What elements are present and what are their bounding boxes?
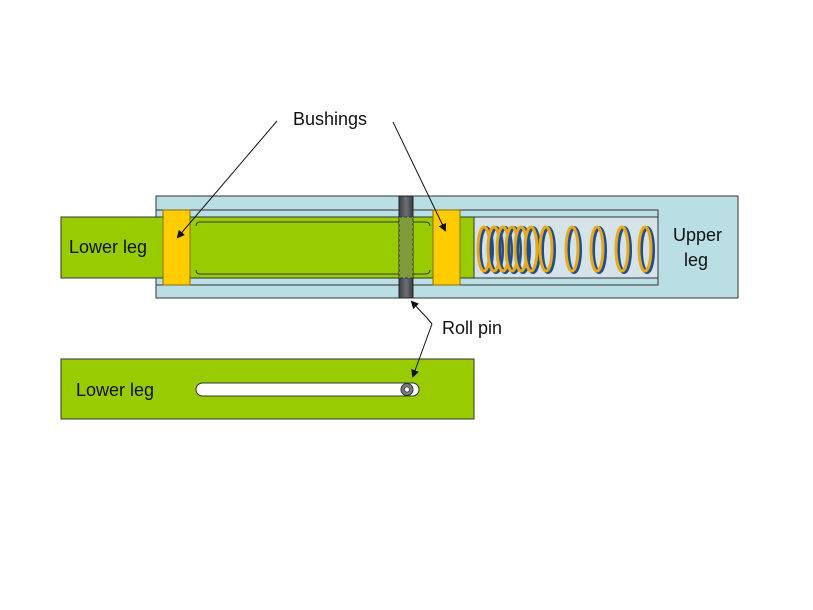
upper-leg-label-line1: Upper	[673, 225, 722, 245]
bushings-arrow-left	[176, 120, 278, 239]
spring	[476, 225, 655, 274]
spring-coil	[614, 225, 630, 273]
bushing-left	[162, 209, 191, 286]
roll-pin-arrow-down	[411, 323, 433, 378]
spring-coil	[637, 225, 653, 273]
roll-pin-label: Roll pin	[442, 318, 502, 338]
roll-pin-hole	[403, 386, 410, 393]
roll-pin-arrow-up	[410, 300, 428, 319]
roll-pin-arrow-join	[426, 317, 433, 325]
lower-leg-label-bottom: Lower leg	[76, 380, 154, 400]
lower-leg-slot	[195, 382, 420, 397]
lower-leg-label-top: Lower leg	[69, 237, 147, 257]
spring-coil	[564, 225, 580, 273]
roll-pin-through-leg	[398, 216, 414, 279]
spring-coil	[538, 225, 554, 273]
spring-coil	[523, 225, 539, 273]
spring-coil	[589, 225, 605, 273]
bushing-right	[432, 209, 461, 286]
lower-leg-slot-outline	[195, 221, 431, 275]
bushings-arrow-right	[392, 121, 447, 232]
upper-leg-label-line2: leg	[684, 250, 708, 270]
bushings-label: Bushings	[293, 109, 367, 129]
